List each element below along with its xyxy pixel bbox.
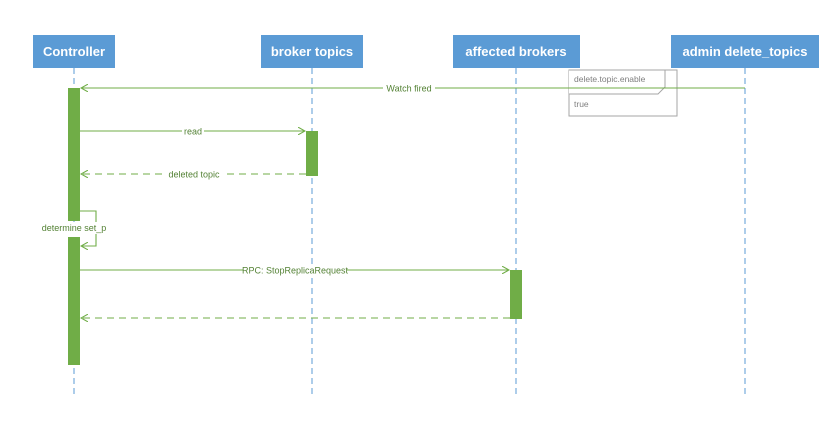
message-watch-fired-label: Watch fired — [386, 84, 431, 94]
participant-controller-label: Controller — [43, 44, 105, 59]
message-rpc-stop-replica-label: RPC: StopReplicaRequest — [242, 266, 349, 276]
message-watch-fired: Watch fired — [81, 82, 745, 94]
participant-affected-brokers-label: affected brokers — [465, 44, 566, 59]
participant-controller: Controller — [33, 35, 115, 68]
note-value: true — [574, 99, 589, 109]
activation-controller-2 — [68, 237, 80, 365]
message-determine-set-p-label: determine set_p — [42, 223, 107, 233]
message-deleted-topic-label: deleted topic — [168, 170, 220, 180]
participant-broker-topics: broker topics — [261, 35, 363, 68]
message-rpc-stop-replica: RPC: StopReplicaRequest — [80, 264, 509, 276]
activation-broker-topics — [306, 131, 318, 176]
message-deleted-topic: deleted topic — [81, 168, 306, 180]
participant-affected-brokers: affected brokers — [453, 35, 580, 68]
note-delete-topic-enable: delete.topic.enable true — [568, 69, 678, 117]
message-read: read — [80, 125, 305, 137]
activation-controller-1 — [68, 88, 80, 221]
message-determine-set-p: determine set_p — [38, 210, 110, 246]
activation-affected-brokers — [510, 270, 522, 319]
participant-admin: admin delete_topics — [671, 35, 819, 68]
participant-admin-label: admin delete_topics — [683, 44, 808, 59]
message-read-label: read — [184, 127, 202, 137]
note-title: delete.topic.enable — [574, 74, 646, 84]
participant-broker-topics-label: broker topics — [271, 44, 353, 59]
